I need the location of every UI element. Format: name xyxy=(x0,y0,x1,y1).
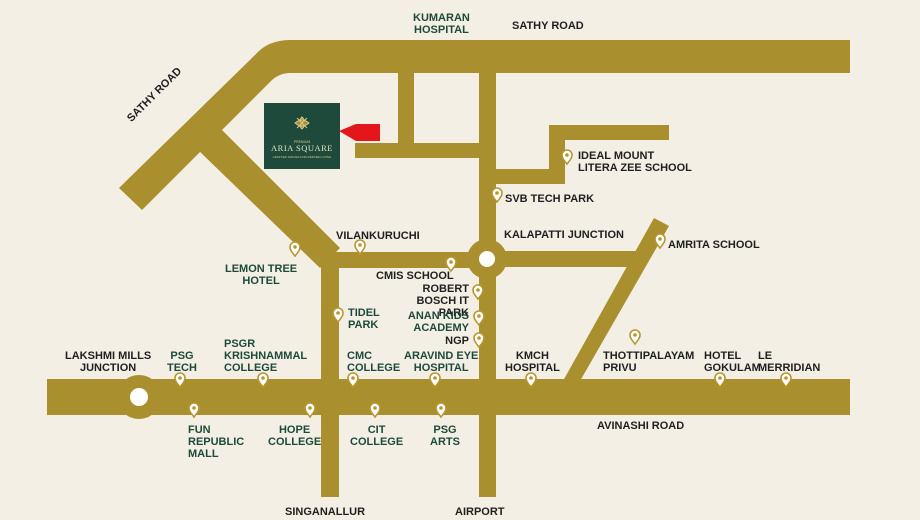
landmark-psgr-krishnammal: PSGR KRISHNAMMAL COLLEGE xyxy=(224,338,308,374)
map-pin-icon xyxy=(332,307,344,324)
map-pin-icon xyxy=(429,372,441,389)
brand-tagline: PREMIUM xyxy=(293,140,311,144)
ideal-mount-road-top xyxy=(549,125,669,140)
map-pin-icon xyxy=(257,372,269,389)
map-pin-icon xyxy=(780,372,792,389)
road-label-sathy-top: SATHY ROAD xyxy=(512,20,584,32)
landmark-svb-tech-park: SVB TECH PARK xyxy=(505,193,595,205)
road-label-avinashi: AVINASHI ROAD xyxy=(597,420,685,432)
landmark-robert-bosch: ROBERT BOSCH IT PARK xyxy=(416,283,469,319)
map-pin-icon xyxy=(354,239,366,256)
map-pin-icon xyxy=(629,329,641,346)
landmark-tidel-park: TIDEL PARK xyxy=(348,307,380,331)
landmark-lemon-tree-hotel: LEMON TREE HOTEL xyxy=(225,263,298,287)
landmark-cmis-school: CMIS SCHOOL xyxy=(376,270,454,282)
aria-square-logo-card: PREMIUM ARIA SQUARE CRAFTED SPACES FOR R… xyxy=(264,103,340,169)
kumaran-connector-road xyxy=(398,60,414,143)
landmark-kumaran-hospital: KUMARAN HOSPITAL xyxy=(413,12,470,36)
thottipalayam-diagonal-road xyxy=(563,218,669,381)
map-pin-icon xyxy=(445,256,457,273)
vilankuruchi-road xyxy=(321,252,491,268)
sathy-road-top xyxy=(119,40,850,210)
project-access-road xyxy=(355,143,480,158)
vilankuruchi-diagonal-road xyxy=(196,128,340,268)
project-marker xyxy=(339,124,380,141)
avinashi-road xyxy=(47,379,850,415)
leaf-emblem-icon xyxy=(294,116,310,130)
landmark-hotel-gokulam: HOTEL GOKULAM xyxy=(704,350,761,374)
landmark-anan-kids: ANAN KIDS ACADEMY xyxy=(407,310,469,334)
kalapatti-roundabout-center xyxy=(479,251,495,267)
landmark-amrita-school: AMRITA SCHOOL xyxy=(668,239,760,251)
kalapatti-road xyxy=(495,251,640,267)
map-pin-icon xyxy=(347,372,359,389)
landmark-cmc-college: CMC COLLEGE xyxy=(347,350,401,374)
map-pin-icon xyxy=(654,233,666,250)
map-pin-icon xyxy=(174,372,186,389)
map-pin-icon xyxy=(714,372,726,389)
road-label-airport: AIRPORT xyxy=(455,506,505,518)
landmark-hope-college: HOPE COLLEGE xyxy=(268,424,322,448)
ideal-mount-road-h xyxy=(495,169,555,184)
landmark-cit-college: CIT COLLEGE xyxy=(350,424,404,448)
map-pin-icon xyxy=(561,149,573,166)
map-pin-icon xyxy=(472,284,484,301)
brand-name: ARIA SQUARE xyxy=(271,143,333,153)
map-pin-icon xyxy=(525,372,537,389)
map-pin-icon xyxy=(188,402,200,419)
landmark-ideal-mount: IDEAL MOUNT LITERA ZEE SCHOOL xyxy=(578,150,692,174)
map-pin-icon xyxy=(491,187,503,204)
road-label-singanallur: SINGANALLUR xyxy=(285,506,366,518)
landmark-ngp: NGP xyxy=(445,335,469,347)
map-pin-icon xyxy=(289,241,301,258)
landmark-kmch-hospital: KMCH HOSPITAL xyxy=(505,350,560,374)
landmark-lakshmi-mills-junction: LAKSHMI MILLS JUNCTION xyxy=(65,350,152,374)
landmark-psg-arts: PSG ARTS xyxy=(430,424,460,448)
map-pin-icon xyxy=(304,402,316,419)
singanallur-road xyxy=(321,252,339,497)
landmark-vilankuruchi: VILANKURUCHI xyxy=(336,230,420,242)
lakshmi-mills-roundabout-center xyxy=(130,388,148,406)
landmark-psg-tech: PSG TECH xyxy=(167,350,197,374)
map-pin-icon xyxy=(473,310,485,327)
landmark-fun-republic-mall: FUN REPUBLIC MALL xyxy=(188,424,245,460)
brand-subtitle: CRAFTED SPACES FOR REFINED LIVING xyxy=(272,155,332,159)
map-pin-icon xyxy=(473,332,485,349)
landmark-thottipalayam-privu: THOTTIPALAYAM PRIVU xyxy=(603,350,695,374)
map-pin-icon xyxy=(435,402,447,419)
landmark-kalapatti-junction: KALAPATTI JUNCTION xyxy=(504,229,624,241)
map-pin-icon xyxy=(369,402,381,419)
landmark-le-merridian: LE MERRIDIAN xyxy=(758,350,821,374)
landmark-aravind-eye-hospital: ARAVIND EYE HOSPITAL xyxy=(404,350,479,374)
